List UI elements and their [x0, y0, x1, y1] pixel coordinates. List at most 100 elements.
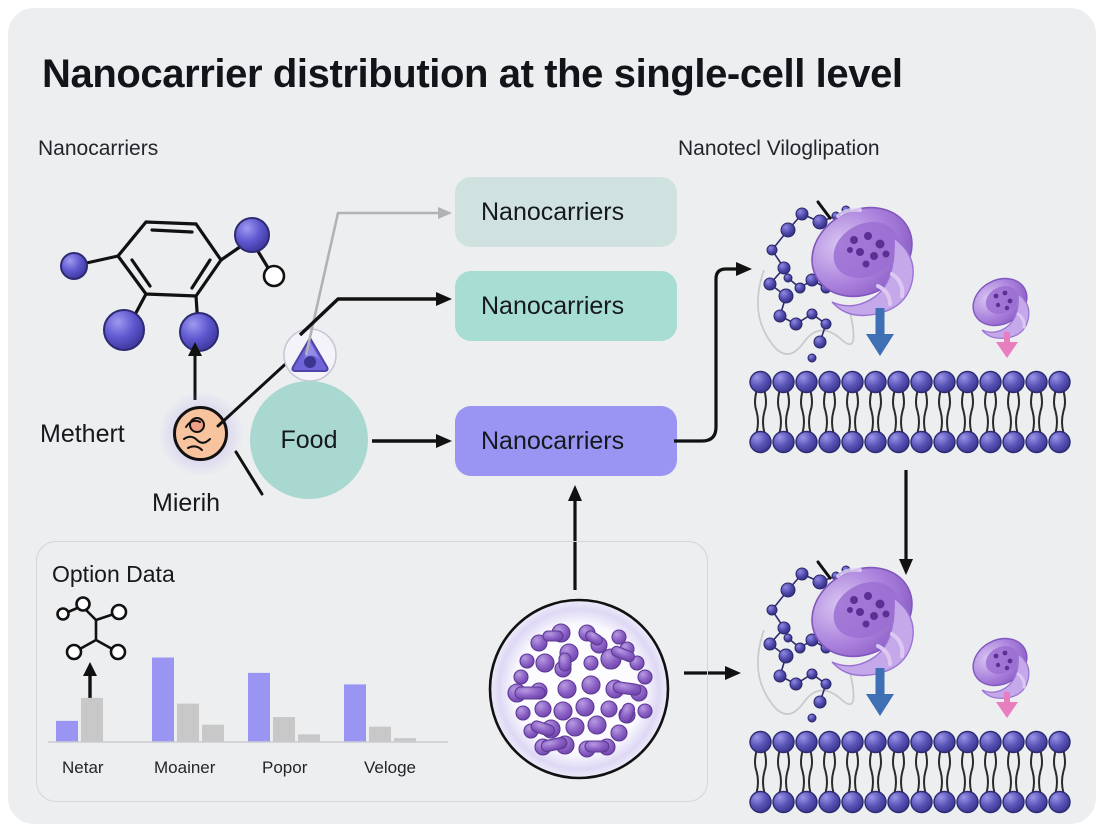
lipid-head	[979, 790, 1002, 814]
lipid-head	[887, 730, 910, 754]
bar	[369, 726, 391, 742]
label-methert: Methert	[40, 420, 125, 448]
section-label-right: Nanotecl Viloglipation	[678, 137, 880, 160]
lipid-head	[933, 370, 956, 394]
bar	[177, 703, 199, 742]
option-data-panel	[36, 541, 708, 802]
lipid-head	[772, 370, 795, 394]
lipid-head	[772, 430, 795, 454]
cell-icon	[172, 405, 229, 462]
page-title: Nanocarrier distribution at the single-c…	[42, 52, 903, 96]
lipid-head	[956, 370, 979, 394]
lipid-head	[818, 370, 841, 394]
lipid-head	[910, 790, 933, 814]
arrow-methert-to-molecule	[180, 340, 210, 402]
arrows-to-pills	[298, 195, 460, 455]
nanocarriers-box-1-label: Nanocarriers	[481, 197, 625, 226]
lipid-head	[979, 730, 1002, 754]
lipid-head	[956, 730, 979, 754]
lipid-head	[864, 370, 887, 394]
chart-category-label: Moainer	[154, 758, 216, 777]
lipid-head	[1048, 730, 1071, 754]
lipid-head	[841, 730, 864, 754]
lipid-head	[749, 790, 772, 814]
lipid-head	[795, 790, 818, 814]
lipid-head	[1048, 790, 1071, 814]
lipid-head	[910, 370, 933, 394]
lipid-head	[1002, 370, 1025, 394]
lipid-head	[956, 790, 979, 814]
lipid-head	[910, 430, 933, 454]
lipid-head	[1048, 430, 1071, 454]
arrow-vesicle-to-bottom-panel	[684, 660, 744, 686]
lipid-head	[887, 430, 910, 454]
lipid-head	[933, 790, 956, 814]
nanocarriers-box-2-label: Nanocarriers	[481, 291, 625, 320]
lipid-head	[864, 730, 887, 754]
lipid-head	[841, 370, 864, 394]
bar	[248, 672, 270, 742]
bar	[273, 717, 295, 742]
lipid-head	[979, 430, 1002, 454]
bar	[202, 724, 224, 742]
arrow-vesicle-to-box3	[560, 482, 590, 592]
lipid-head	[956, 430, 979, 454]
food-label: Food	[280, 425, 338, 454]
lipid-head	[795, 430, 818, 454]
chart-category-label: Netar	[62, 758, 104, 777]
lipid-head	[749, 730, 772, 754]
membrane-panel-top	[742, 192, 1072, 457]
vesicle-particles-icon	[487, 597, 671, 781]
option-data-bar-chart	[48, 640, 448, 750]
lipid-head	[1002, 430, 1025, 454]
lipid-head	[864, 430, 887, 454]
lipid-head	[1002, 730, 1025, 754]
arrow-top-panel-to-bottom-panel	[893, 468, 919, 578]
nanocarriers-box-2[interactable]: Nanocarriers	[455, 271, 677, 341]
label-mierih: Mierih	[152, 489, 221, 517]
connector-box3-to-top-panel	[672, 255, 762, 445]
lipid-head	[910, 730, 933, 754]
membrane-panel-bottom	[742, 552, 1072, 817]
benzene-molecule-icon	[46, 178, 296, 352]
lipid-head	[1025, 730, 1048, 754]
bar	[56, 720, 78, 742]
nanocarriers-box-3[interactable]: Nanocarriers	[455, 406, 677, 476]
lipid-head	[795, 370, 818, 394]
lipid-head	[772, 790, 795, 814]
bar	[81, 697, 103, 742]
lipid-head	[979, 370, 1002, 394]
triangle-nanoparticle-icon	[282, 327, 338, 383]
nanocarriers-box-1[interactable]: Nanocarriers	[455, 177, 677, 247]
lipid-head	[818, 730, 841, 754]
nanocarriers-box-3-label: Nanocarriers	[481, 426, 625, 455]
molecule-skeleton-icon	[52, 596, 136, 666]
lipid-head	[933, 430, 956, 454]
connector-lines-methert	[200, 330, 340, 500]
lipid-head	[887, 790, 910, 814]
lipid-head	[841, 790, 864, 814]
lipid-head	[795, 730, 818, 754]
lipid-head	[864, 790, 887, 814]
chart-category-label: Popor	[262, 758, 308, 777]
option-data-title: Option Data	[52, 561, 175, 587]
lipid-head	[933, 730, 956, 754]
bar	[394, 738, 416, 742]
lipid-head	[749, 370, 772, 394]
lipid-head	[749, 430, 772, 454]
lipid-head	[1002, 790, 1025, 814]
bar	[298, 734, 320, 742]
lipid-head	[887, 370, 910, 394]
food-node: Food	[250, 381, 368, 499]
lipid-head	[818, 790, 841, 814]
lipid-head	[818, 430, 841, 454]
lipid-head	[772, 730, 795, 754]
lipid-head	[1025, 370, 1048, 394]
lipid-head	[841, 430, 864, 454]
section-label-left: Nanocarriers	[38, 137, 159, 160]
chart-category-labels: Netar Moainer Popor Veloge	[44, 758, 454, 786]
lipid-head	[1025, 430, 1048, 454]
lipid-head	[1048, 370, 1071, 394]
chart-category-label: Veloge	[364, 758, 416, 777]
